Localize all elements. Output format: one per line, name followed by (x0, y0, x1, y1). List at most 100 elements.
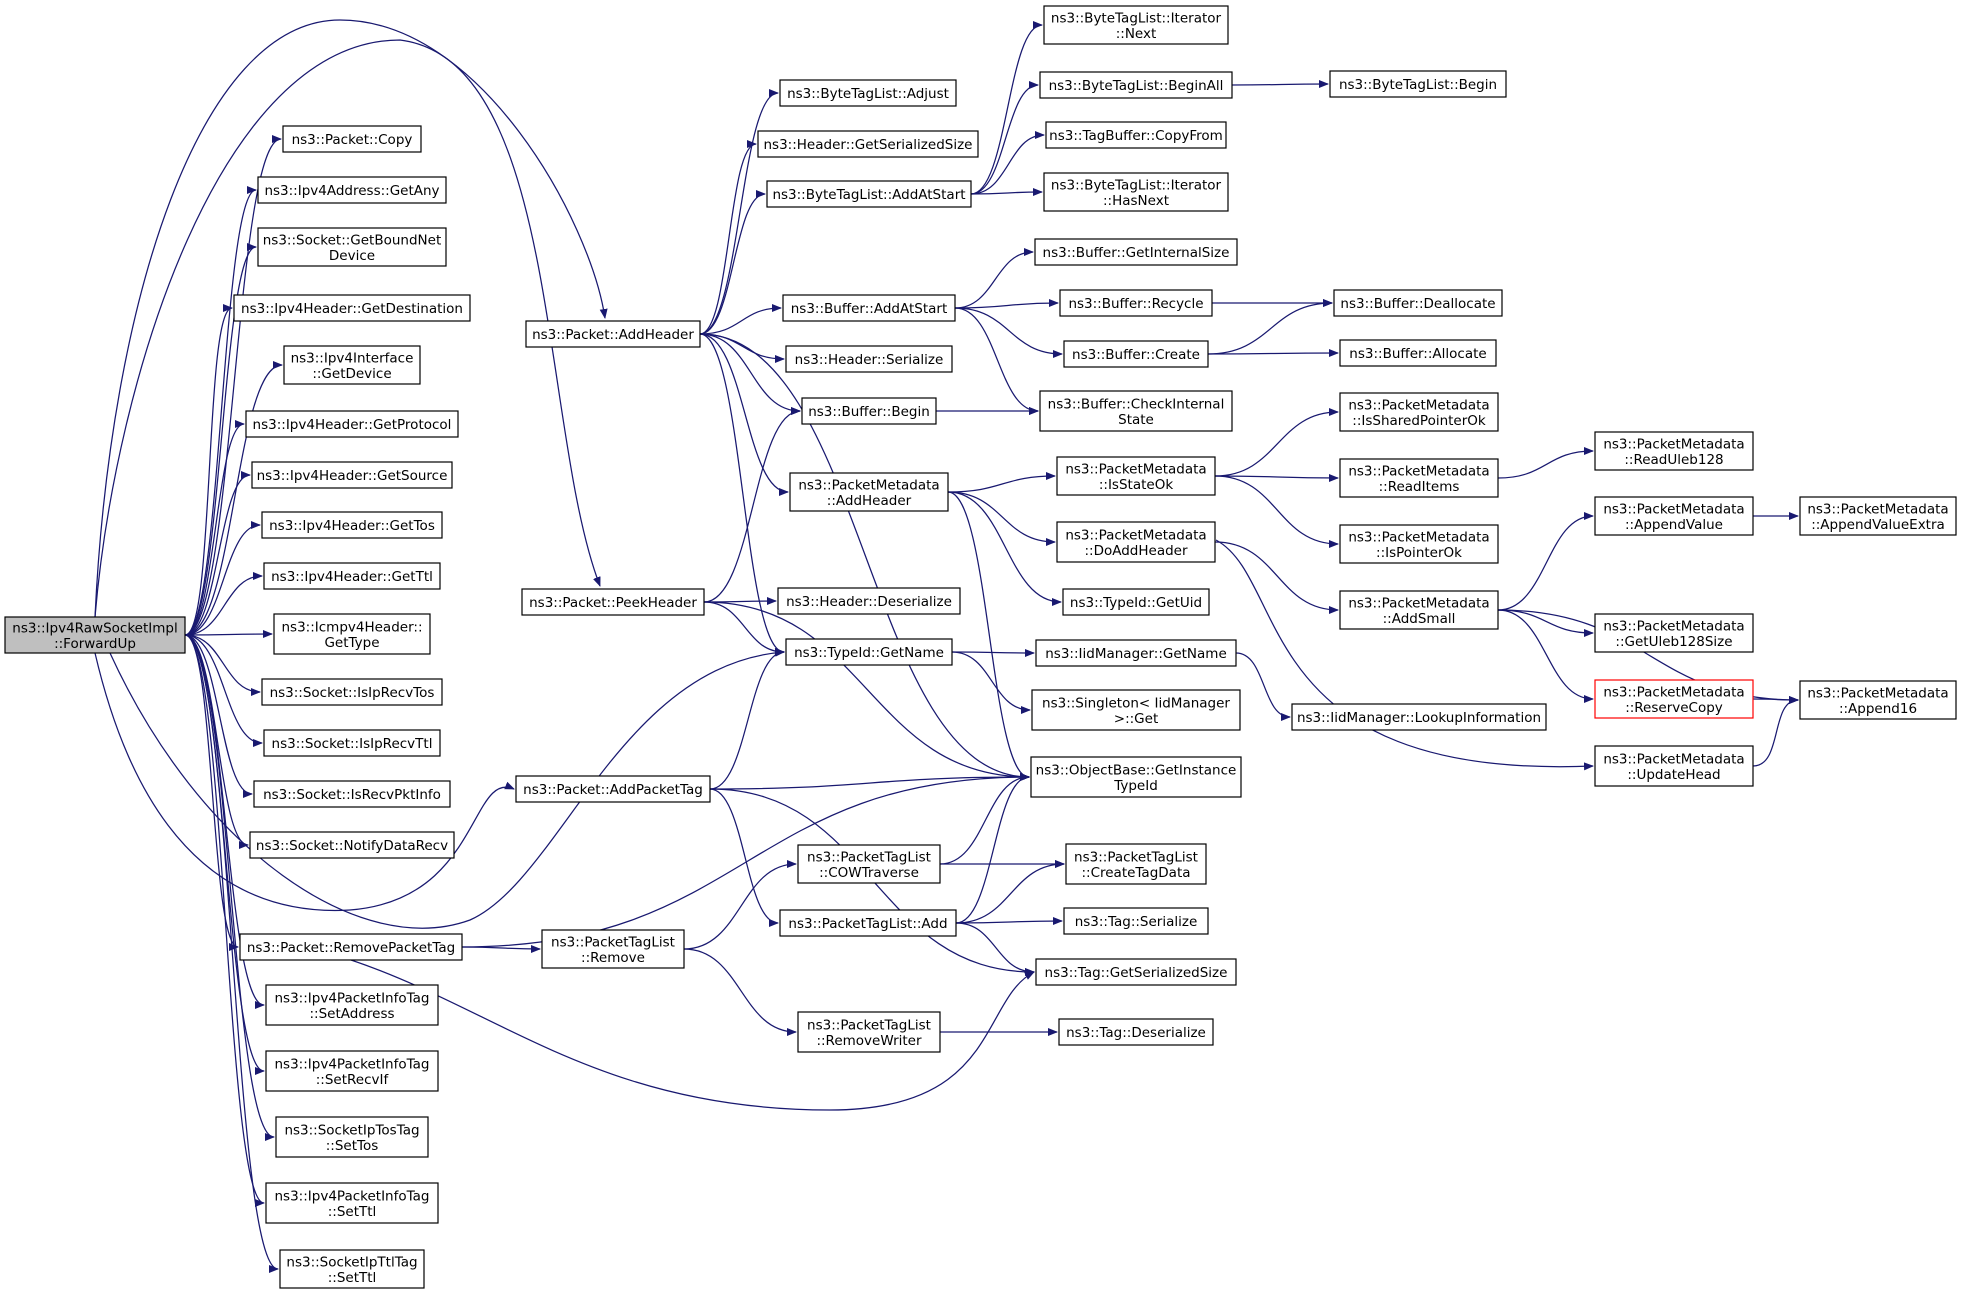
node-box (525, 320, 701, 348)
node-pm_readitems[interactable]: ns3::PacketMetadata::ReadItems (1339, 458, 1499, 498)
node-ipv4hdr_getproto[interactable]: ns3::Ipv4Header::GetProtocol (245, 410, 459, 438)
edge-buf_addatstart-to-buf_create (954, 307, 1063, 358)
node-iidmgr_getname[interactable]: ns3::IidManager::GetName (1035, 639, 1237, 667)
node-ptl_createtagdata[interactable]: ns3::PacketTagList::CreateTagData (1065, 843, 1207, 885)
node-buf_begin[interactable]: ns3::Buffer::Begin (801, 397, 937, 425)
node-pm_getuleb128size[interactable]: ns3::PacketMetadata::GetUleb128Size (1594, 613, 1754, 653)
node-typeid_getname[interactable]: ns3::TypeId::GetName (785, 638, 953, 666)
node-ipv4pit_setrecvif[interactable]: ns3::Ipv4PacketInfoTag::SetRecvIf (265, 1050, 439, 1092)
node-pm_updatehead[interactable]: ns3::PacketMetadata::UpdateHead (1594, 745, 1754, 787)
node-box (757, 130, 979, 158)
node-pkt_copy[interactable]: ns3::Packet::Copy (282, 125, 422, 153)
node-btli_next[interactable]: ns3::ByteTagList::Iterator::Next (1043, 5, 1229, 45)
node-buf_allocate[interactable]: ns3::Buffer::Allocate (1339, 339, 1497, 367)
node-pkt_addheader[interactable]: ns3::Packet::AddHeader (525, 320, 701, 348)
edge-ptl_cowtraverse-to-objbase_getinst (939, 773, 1030, 865)
node-box (521, 588, 705, 616)
node-label: ns3::ByteTagList::Adjust (787, 86, 949, 102)
edge-pkt_removepackettag-to-tag_getsersize (350, 959, 1035, 1111)
node-label: ns3::Ipv4Header::GetTos (269, 518, 435, 534)
node-box (1059, 289, 1213, 317)
edge-pm_readitems-to-pm_readuleb128 (1497, 447, 1594, 479)
node-label: ::DoAddHeader (1084, 543, 1187, 559)
node-ipv4addr_getany[interactable]: ns3::Ipv4Address::GetAny (257, 176, 447, 204)
node-pm_doaddheader[interactable]: ns3::PacketMetadata::DoAddHeader (1056, 521, 1216, 563)
node-pm_issharedptrok[interactable]: ns3::PacketMetadata::IsSharedPointerOk (1339, 392, 1499, 432)
edge-pkt_addheader-to-btl_adjust (699, 89, 779, 335)
node-buf_recycle[interactable]: ns3::Buffer::Recycle (1059, 289, 1213, 317)
node-icmpv4_gettype[interactable]: ns3::Icmpv4Header::GetType (273, 613, 431, 655)
node-pm_ispointerok[interactable]: ns3::PacketMetadata::IsPointerOk (1339, 524, 1499, 564)
node-root[interactable]: ns3::Ipv4RawSocketImpl::ForwardUp (4, 616, 186, 654)
node-pm_append16[interactable]: ns3::PacketMetadata::Append16 (1799, 680, 1957, 720)
node-sockttl_setttl[interactable]: ns3::SocketIpTtlTag::SetTtl (279, 1249, 425, 1289)
node-ptl_remove[interactable]: ns3::PacketTagList::Remove (541, 929, 685, 969)
edge-ptl_add-to-ptl_createtagdata (955, 860, 1065, 924)
node-box (1035, 639, 1237, 667)
node-pm_reservecopy[interactable]: ns3::PacketMetadata::ReserveCopy (1594, 679, 1754, 719)
node-btl_beginall[interactable]: ns3::ByteTagList::BeginAll (1039, 71, 1233, 99)
node-box (541, 929, 685, 969)
node-label: ns3::SocketIpTosTag (284, 1122, 419, 1138)
node-sock_notifydatarecv[interactable]: ns3::Socket::NotifyDataRecv (249, 831, 455, 859)
node-ptl_removewriter[interactable]: ns3::PacketTagList::RemoveWriter (797, 1011, 941, 1053)
node-ipv4hdr_getttl[interactable]: ns3::Ipv4Header::GetTtl (263, 562, 441, 590)
node-label: ns3::Ipv4PacketInfoTag (275, 990, 430, 1006)
node-pm_appendvalue[interactable]: ns3::PacketMetadata::AppendValue (1594, 496, 1754, 536)
edge-root-to-pkt_copy (184, 135, 282, 636)
node-ipv4if_getdevice[interactable]: ns3::Ipv4Interface::GetDevice (283, 345, 421, 385)
node-tagbuf_copyfrom[interactable]: ns3::TagBuffer::CopyFrom (1045, 121, 1227, 149)
node-ptl_add[interactable]: ns3::PacketTagList::Add (779, 909, 957, 937)
node-btl_adjust[interactable]: ns3::ByteTagList::Adjust (779, 79, 957, 107)
node-box (275, 1116, 429, 1158)
edge-root-to-ipv4hdr_gettos (184, 521, 261, 636)
node-btl_begin[interactable]: ns3::ByteTagList::Begin (1329, 70, 1507, 98)
node-pkt_peekheader[interactable]: ns3::Packet::PeekHeader (521, 588, 705, 616)
node-sock_isiprecvttl[interactable]: ns3::Socket::IsIpRecvTtl (263, 729, 441, 757)
node-buf_deallocate[interactable]: ns3::Buffer::Deallocate (1333, 289, 1503, 317)
node-pkt_removepackettag[interactable]: ns3::Packet::RemovePacketTag (239, 933, 463, 961)
node-buf_create[interactable]: ns3::Buffer::Create (1063, 340, 1209, 368)
node-buf_addatstart[interactable]: ns3::Buffer::AddAtStart (782, 294, 956, 322)
node-pm_appendvalueextra[interactable]: ns3::PacketMetadata::AppendValueExtra (1799, 496, 1957, 536)
node-label: ns3::Socket::IsIpRecvTos (270, 685, 435, 701)
node-buf_getinternalsize[interactable]: ns3::Buffer::GetInternalSize (1034, 238, 1238, 266)
node-pm_readuleb128[interactable]: ns3::PacketMetadata::ReadUleb128 (1594, 431, 1754, 471)
edge-pkt_addheader-to-hdr_serialize (699, 333, 785, 363)
node-socktos_settos[interactable]: ns3::SocketIpTosTag::SetTos (275, 1116, 429, 1158)
node-tag_getsersize[interactable]: ns3::Tag::GetSerializedSize (1035, 958, 1237, 986)
node-pm_isstateok[interactable]: ns3::PacketMetadata::IsStateOk (1056, 456, 1216, 496)
edge-buf_addatstart-to-buf_checkinternal (954, 307, 1039, 415)
node-typeid_getuid[interactable]: ns3::TypeId::GetUid (1062, 588, 1210, 616)
edge-root-to-typeid_getname (109, 648, 785, 929)
node-box (245, 410, 459, 438)
node-btli_hasnext[interactable]: ns3::ByteTagList::Iterator::HasNext (1043, 172, 1229, 212)
node-hdr_deserialize[interactable]: ns3::Header::Deserialize (777, 587, 961, 615)
node-pm_addheader[interactable]: ns3::PacketMetadata::AddHeader (789, 472, 949, 512)
node-ptl_cowtraverse[interactable]: ns3::PacketTagList::COWTraverse (797, 844, 941, 884)
node-tag_serialize[interactable]: ns3::Tag::Serialize (1063, 907, 1209, 935)
node-box (282, 125, 422, 153)
node-ipv4hdr_getsource[interactable]: ns3::Ipv4Header::GetSource (251, 461, 453, 489)
node-ipv4pit_setttl[interactable]: ns3::Ipv4PacketInfoTag::SetTtl (265, 1182, 439, 1224)
node-ipv4hdr_gettos[interactable]: ns3::Ipv4Header::GetTos (261, 511, 443, 539)
node-hdr_getsersize[interactable]: ns3::Header::GetSerializedSize (757, 130, 979, 158)
node-label: ::AddHeader (827, 493, 912, 509)
node-sock_isrecvpktinfo[interactable]: ns3::Socket::IsRecvPktInfo (253, 780, 451, 808)
node-hdr_serialize[interactable]: ns3::Header::Serialize (785, 345, 953, 373)
node-pkt_addpackettag[interactable]: ns3::Packet::AddPacketTag (515, 775, 711, 803)
node-tag_deserialize[interactable]: ns3::Tag::Deserialize (1058, 1018, 1214, 1046)
edge-root-to-ipv4if_getdevice (184, 361, 283, 636)
node-singleton_get[interactable]: ns3::Singleton< IidManager>::Get (1031, 689, 1241, 731)
node-sock_isiprecvtos[interactable]: ns3::Socket::IsIpRecvTos (261, 678, 443, 706)
node-pm_addsmall[interactable]: ns3::PacketMetadata::AddSmall (1339, 590, 1499, 630)
node-btl_addatstart[interactable]: ns3::ByteTagList::AddAtStart (766, 180, 972, 208)
node-iidmgr_lookupinfo[interactable]: ns3::IidManager::LookupInformation (1291, 703, 1547, 731)
node-layer: ns3::Ipv4RawSocketImpl::ForwardUpns3::Pa… (4, 5, 1957, 1289)
node-box (1339, 590, 1499, 630)
node-ipv4pit_setaddress[interactable]: ns3::Ipv4PacketInfoTag::SetAddress (265, 984, 439, 1026)
node-ipv4hdr_getdest[interactable]: ns3::Ipv4Header::GetDestination (233, 294, 471, 322)
